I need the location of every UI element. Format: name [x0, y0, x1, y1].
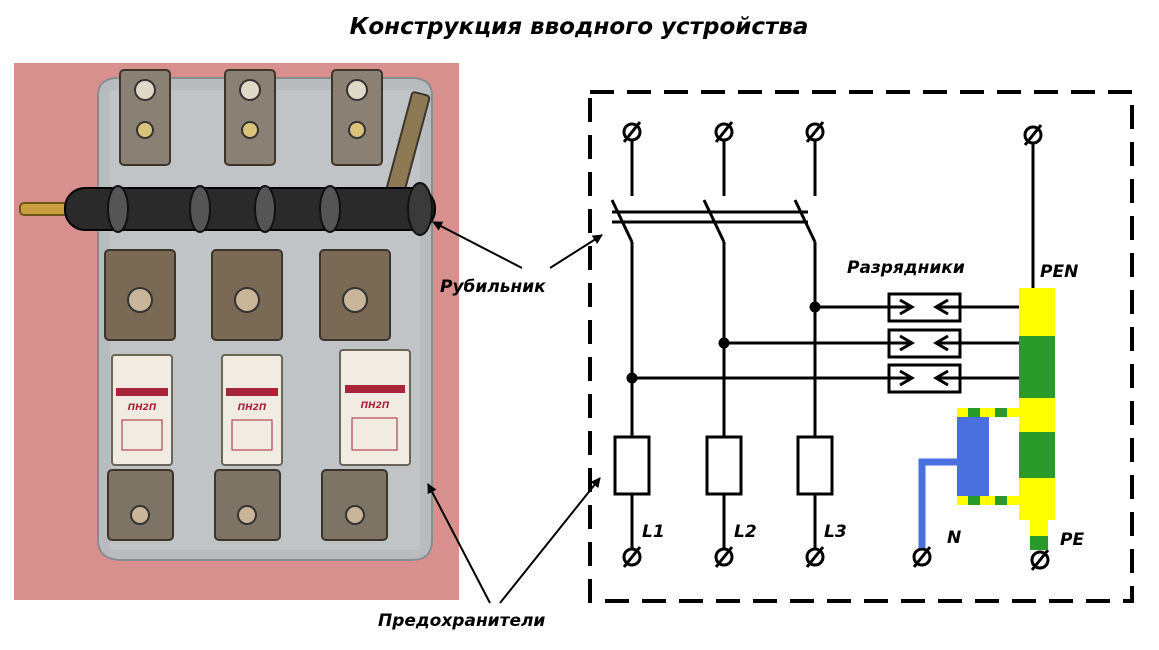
fuse-1-label: ПН2П	[128, 403, 157, 413]
phase-label-l3: L3	[824, 522, 847, 542]
top-contacts	[119, 69, 383, 166]
fuse-2-label: ПН2П	[238, 403, 267, 413]
arresters	[887, 292, 962, 394]
pen-bus	[1019, 288, 1055, 550]
switch-arrow-schematic	[549, 234, 603, 269]
switch-arrow-photo	[432, 221, 523, 269]
n-label: N	[947, 528, 961, 548]
fuse-3: ПН2П	[339, 349, 411, 466]
n-bus	[918, 408, 1019, 548]
bottom-clamps	[107, 469, 388, 541]
device-photo: ПН2П ПН2П ПН2П	[14, 63, 459, 600]
fuses-arrow-photo	[427, 483, 491, 604]
page-title: Конструкция вводного устройства	[350, 14, 809, 40]
pen-label: PEN	[1040, 262, 1078, 282]
pe-label: PE	[1060, 530, 1084, 550]
fuse-1: ПН2П	[111, 354, 173, 466]
schematic	[610, 121, 1050, 571]
enclosure-boundary	[588, 90, 1134, 603]
top-terminals	[622, 121, 1043, 146]
switch-label: Рубильник	[440, 277, 546, 297]
bottom-terminals	[622, 546, 1050, 571]
switch-shaft	[64, 187, 436, 231]
phase-label-l1: L1	[642, 522, 665, 542]
fuses-label: Предохранители	[378, 611, 545, 631]
arresters-label: Разрядники	[847, 258, 965, 278]
switch-blades	[610, 199, 817, 243]
fuses-arrow-schematic	[499, 477, 601, 604]
fuse-3-label: ПН2П	[361, 401, 390, 411]
fuse-2: ПН2П	[221, 354, 283, 466]
middle-contacts	[104, 249, 391, 341]
fuse-symbols	[613, 435, 834, 496]
phase-label-l2: L2	[734, 522, 757, 542]
